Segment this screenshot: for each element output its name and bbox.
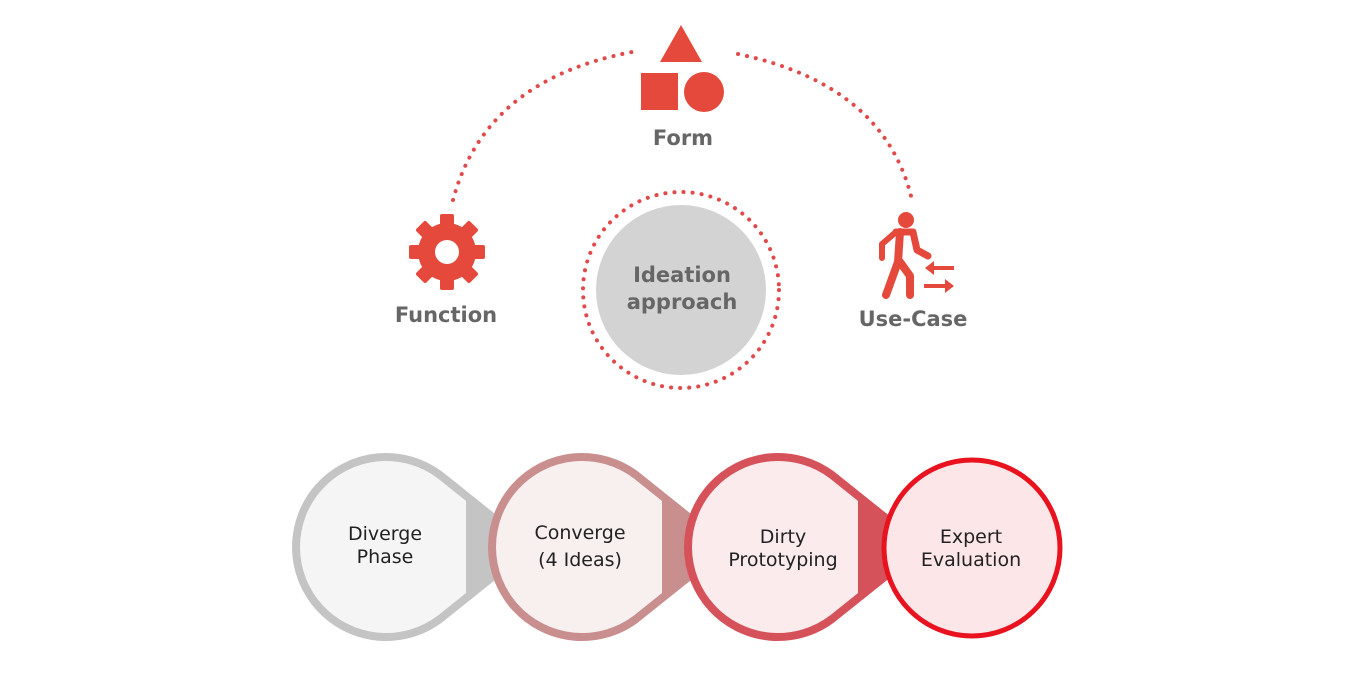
center-dotted-ring	[581, 190, 781, 390]
dotted-arc-left	[451, 50, 634, 202]
center-label: Ideation approach	[597, 262, 767, 316]
shapes-icon	[641, 25, 724, 112]
function-label: Function	[394, 303, 498, 327]
dotted-arc-right	[736, 52, 914, 202]
form-label: Form	[652, 126, 714, 150]
gear-icon	[409, 214, 485, 290]
step-diverge-label: Diverge Phase	[310, 523, 460, 569]
step-evaluation-label: Expert Evaluation	[891, 526, 1051, 572]
step-prototyping-line1: Dirty	[759, 526, 807, 548]
center-label-line1: Ideation	[633, 263, 731, 287]
person-arrows-icon	[879, 212, 954, 299]
step-converge-line1: Converge	[534, 522, 626, 544]
step-evaluation-circle	[881, 457, 1063, 639]
center-circle	[596, 205, 766, 375]
step-converge-label: Converge (4 Ideas)	[505, 522, 655, 572]
use-case-label: Use-Case	[858, 307, 968, 331]
step-diverge-line1: Diverge	[347, 523, 423, 545]
center-label-line2: approach	[626, 290, 738, 314]
step-evaluation-line1: Expert	[939, 526, 1003, 548]
step-prototyping-line2: Prototyping	[728, 549, 838, 571]
step-prototyping-label: Dirty Prototyping	[703, 526, 863, 572]
step-evaluation-line2: Evaluation	[920, 549, 1022, 571]
step-diverge-line2: Phase	[356, 546, 414, 568]
step-converge-line2: (4 Ideas)	[538, 549, 622, 571]
